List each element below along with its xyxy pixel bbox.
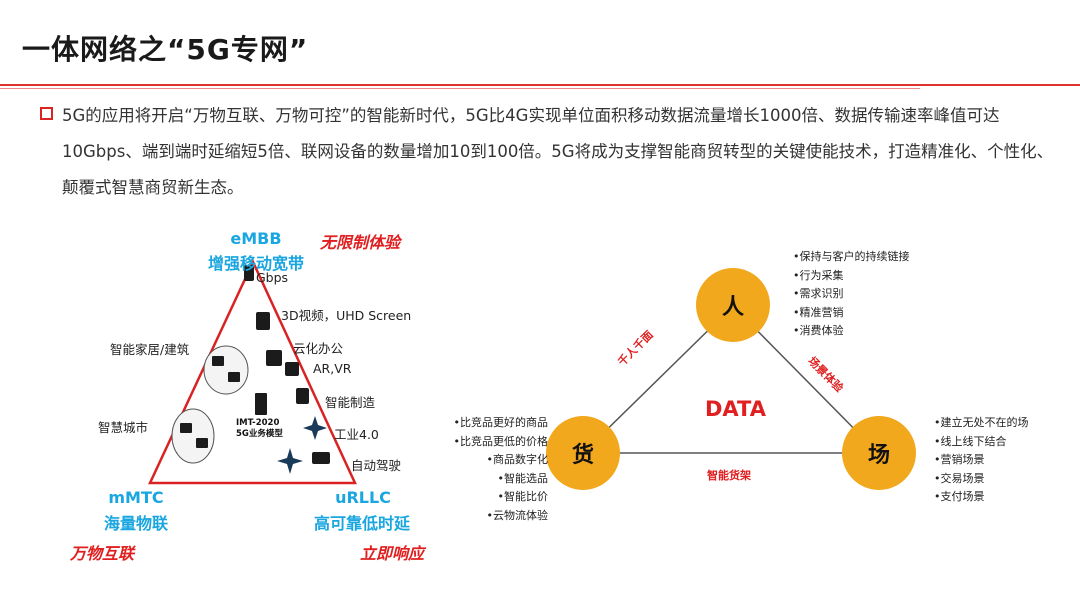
building-icon-a xyxy=(180,423,192,433)
title-divider-thin xyxy=(0,88,920,89)
goods-node: 货 xyxy=(546,416,620,490)
phone-icon xyxy=(244,265,254,281)
embb-cn-label: 增强移动宽带 xyxy=(207,254,304,273)
cloud-office-icon xyxy=(266,350,282,366)
smart-city-label: 智慧城市 xyxy=(98,420,149,435)
embb-label: eMBB xyxy=(230,229,282,248)
triangle-outline xyxy=(148,259,357,485)
video-label: 3D视频，UHD Screen xyxy=(281,308,412,323)
mmtc-label: mMTC xyxy=(108,488,164,507)
list-item: •需求识别 xyxy=(793,287,844,300)
title-divider xyxy=(0,84,1080,86)
list-item: •建立无处不在的场 xyxy=(934,416,1029,429)
industry-label: 工业4.0 xyxy=(334,427,379,442)
list-item: •商品数字化 xyxy=(486,453,549,466)
goods-list: •比竞品更好的商品 •比竞品更低的价格 •商品数字化 •智能选品 •智能比价 •… xyxy=(448,414,549,525)
urllc-label: uRLLC xyxy=(335,488,391,507)
data-center-label: DATA xyxy=(705,397,767,421)
list-item: •精准营销 xyxy=(793,305,844,319)
list-item: •智能比价 xyxy=(497,490,549,503)
home-icon-a xyxy=(212,356,224,366)
page-title: 一体网络之“5G专网” xyxy=(22,33,309,66)
list-item: •营销场景 xyxy=(934,453,985,466)
place-node: 场 xyxy=(842,416,916,490)
data-triangle-lines xyxy=(581,304,880,454)
car-icon xyxy=(312,452,330,464)
list-item: •保持与客户的持续链接 xyxy=(793,250,910,263)
smart-city-cluster-icon xyxy=(171,408,215,464)
imt-2020-label: IMT-2020 5G业务模型 xyxy=(236,418,283,439)
urllc-cn-label: 高可靠低时延 xyxy=(313,514,410,533)
smart-manufacturing-label: 智能制造 xyxy=(325,395,376,410)
person-list: •保持与客户的持续链接 •行为采集 •需求识别 •精准营销 •消费体验 xyxy=(793,248,910,341)
factory-icon xyxy=(296,388,309,404)
sparkle-icon xyxy=(277,448,303,474)
building-icon-b xyxy=(196,438,208,448)
list-item: •线上线下结合 xyxy=(934,434,1007,448)
auto-driving-label: 自动驾驶 xyxy=(351,458,402,473)
mmtc-cn-label: 海量物联 xyxy=(103,514,168,533)
list-item: •交易场景 xyxy=(934,471,985,485)
list-item: •消费体验 xyxy=(793,324,844,337)
person-node: 人 xyxy=(696,268,770,342)
mmtc-tag: 万物互联 xyxy=(70,544,135,563)
list-item: •支付场景 xyxy=(934,490,985,503)
list-item: •云物流体验 xyxy=(486,508,549,522)
smart-home-cluster-icon xyxy=(203,345,249,395)
list-item: •智能选品 xyxy=(497,471,549,485)
edge-label-goods-place: 智能货架 xyxy=(707,469,751,482)
cloud-office-label: 云化办公 xyxy=(293,341,344,356)
home-icon-b xyxy=(228,372,240,382)
device-icons xyxy=(180,265,330,464)
intro-paragraph: 5G的应用将开启“万物互联、万物可控”的智能新时代，5G比4G实现单位面积移动数… xyxy=(62,106,1054,197)
sparkle-icon xyxy=(303,416,327,440)
square-bullet-icon xyxy=(40,107,53,120)
5g-triangle-diagram xyxy=(148,259,357,485)
gbps-label: Gbps xyxy=(256,270,289,285)
ar-vr-label: AR,VR xyxy=(313,361,352,376)
list-item: •行为采集 xyxy=(793,268,844,282)
place-list: •建立无处不在的场 •线上线下结合 •营销场景 •交易场景 •支付场景 xyxy=(934,414,1029,507)
urllc-tag: 立即响应 xyxy=(360,544,425,563)
embb-tag: 无限制体验 xyxy=(320,233,401,252)
list-item: •比竞品更好的商品 xyxy=(453,416,549,429)
smart-home-label: 智能家居/建筑 xyxy=(110,342,190,357)
vr-headset-icon xyxy=(256,312,270,330)
ar-vr-icon xyxy=(285,362,299,376)
list-item: •比竞品更低的价格 xyxy=(453,434,549,448)
server-icon xyxy=(255,393,267,415)
